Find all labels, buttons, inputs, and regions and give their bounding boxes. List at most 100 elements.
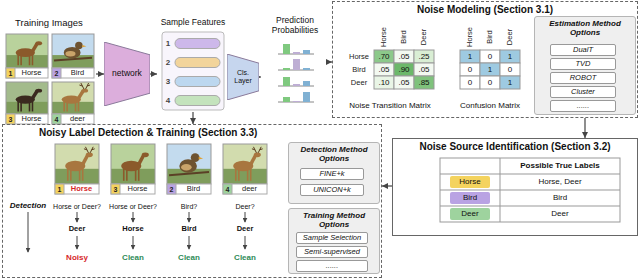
feature-bar	[175, 39, 220, 49]
photo-frame	[223, 144, 267, 184]
bird-head	[191, 153, 200, 162]
photo-background	[6, 82, 48, 114]
node-text: Detection Method Options	[291, 145, 377, 163]
class-label: Horse	[21, 69, 41, 77]
table-cell: Horse, Deer	[538, 178, 581, 186]
photo	[52, 82, 94, 124]
matrix-cell	[460, 63, 480, 76]
table-cell: Deer	[551, 210, 568, 218]
photo-frame	[52, 82, 94, 114]
flow-arrow	[150, 73, 157, 74]
animal-neck	[139, 155, 144, 164]
step-arrow	[133, 212, 134, 222]
feature-bar	[175, 77, 220, 87]
animal-neck	[32, 91, 37, 98]
label-badge	[111, 184, 120, 194]
node-text: ROBOT	[570, 74, 597, 83]
step-arrow	[189, 212, 190, 222]
node-text: Estimation Method Options	[537, 19, 633, 37]
node-text: Cls. Layer	[229, 69, 257, 85]
probability-bar	[293, 59, 300, 70]
table-cell: Bird	[463, 194, 477, 202]
matrix-value: 0	[488, 53, 492, 61]
matrix-value: 0	[508, 66, 512, 74]
node-text: Training Method Options	[291, 211, 377, 229]
answer: Deer	[237, 225, 254, 233]
bird-wing	[65, 51, 75, 56]
photo	[6, 34, 48, 78]
animal-head	[86, 152, 93, 157]
node-text: Noise Transition Matrix	[349, 101, 430, 110]
table-cell: Horse	[459, 178, 480, 186]
trapezoid	[104, 42, 150, 106]
node-text: ......	[577, 102, 590, 111]
label-tag	[223, 184, 267, 194]
matrix-cell	[374, 63, 394, 76]
node-text: Sample Features	[161, 18, 226, 28]
probability-bar	[303, 50, 310, 54]
photo-background	[52, 82, 94, 114]
photo-frame	[167, 144, 211, 184]
class-badge	[450, 192, 490, 204]
bird-beak	[82, 45, 86, 47]
class-label: Horse	[127, 185, 147, 193]
matrix-cell	[480, 76, 500, 89]
matrix-cell	[414, 63, 434, 76]
node-text: FINE+k	[319, 170, 344, 179]
probability-bar	[293, 101, 300, 102]
matrix-value: 1	[488, 66, 492, 74]
animal-neck	[83, 155, 88, 164]
table-rule	[500, 158, 501, 222]
photo-frame	[111, 144, 155, 184]
badge-number: 3	[9, 116, 13, 123]
clean-flag: Clean	[234, 254, 256, 262]
label-badge	[52, 114, 61, 124]
matrix-value: .90	[398, 66, 409, 74]
sample-number: 2	[166, 59, 170, 67]
feature-bar	[175, 96, 220, 106]
photo-frame	[52, 34, 94, 68]
matrix-value: 0	[468, 79, 472, 87]
label-tag	[55, 184, 99, 194]
photo-frame	[6, 34, 48, 68]
badge-number: 2	[55, 70, 59, 77]
step-arrow	[245, 236, 246, 249]
column-header: Bird	[486, 30, 494, 43]
matrix-value: .05	[418, 66, 429, 74]
table-rule	[440, 206, 620, 207]
classifier-layer: Cls. Layer	[227, 54, 259, 100]
probability-block: Prediction Probabilities	[261, 14, 329, 112]
column-header: Deer	[506, 29, 514, 45]
options-panel: Training Method OptionsSample SelectionS…	[288, 208, 380, 274]
photo-background	[55, 144, 99, 184]
matrix-value: .10	[378, 79, 389, 87]
matrix-value: .05	[398, 79, 409, 87]
photo	[55, 144, 99, 194]
step-arrow	[133, 236, 134, 249]
bird-beak	[199, 157, 203, 160]
animal-head	[35, 41, 42, 45]
label-tag	[167, 184, 211, 194]
sample-number: 3	[166, 78, 170, 86]
matrix-cell	[414, 76, 434, 89]
section-box: Noise Source Identification (Section 3.2…	[392, 138, 638, 236]
row-header: Bird	[352, 66, 365, 74]
node-text: Confusion Matrix	[460, 101, 520, 110]
matrix-value: .85	[418, 79, 429, 87]
probability-bar	[283, 44, 290, 54]
class-badge	[450, 176, 490, 188]
matrix-cell	[414, 50, 434, 63]
column-header: Horse	[466, 27, 474, 47]
animal-neck	[251, 155, 256, 164]
flow-arrow	[96, 73, 104, 74]
node-text: ......	[326, 262, 339, 271]
flow-arrow	[584, 118, 585, 138]
label-badge	[223, 184, 232, 194]
clean-flag: Clean	[122, 254, 144, 262]
option-box: Sample Selection	[296, 232, 368, 244]
photo-background	[167, 144, 211, 184]
matrix-cell	[500, 63, 520, 76]
table-header: Possible True Labels	[520, 162, 600, 170]
probability-bar	[303, 81, 310, 86]
